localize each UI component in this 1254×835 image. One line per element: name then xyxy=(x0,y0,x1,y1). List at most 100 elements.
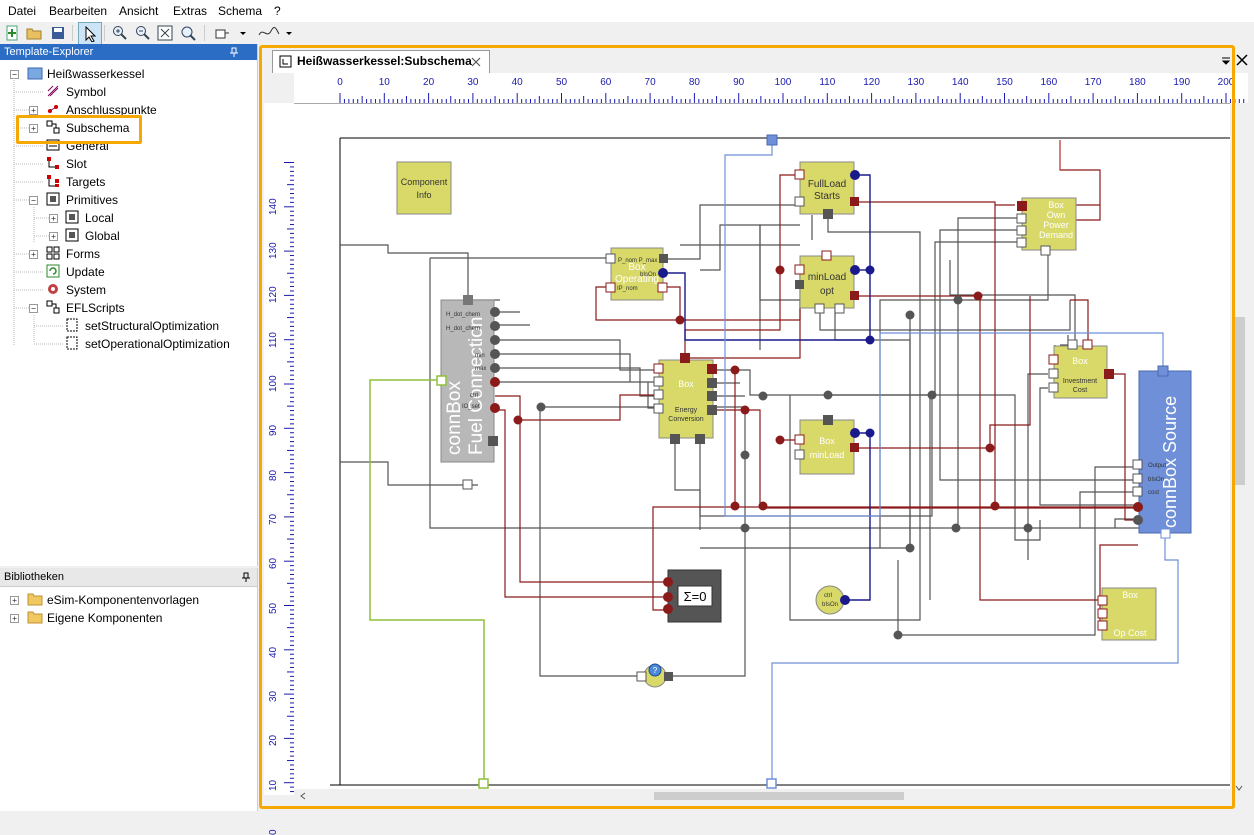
v-ruler-label: 70 xyxy=(268,513,279,525)
tree-item-forms[interactable]: Forms xyxy=(66,247,100,261)
save-icon[interactable] xyxy=(50,25,66,41)
tree-item-setstructuraloptimization[interactable]: setStructuralOptimization xyxy=(85,319,220,333)
tree-root-label[interactable]: Heißwasserkessel xyxy=(47,67,145,81)
tree-expander[interactable]: + xyxy=(29,106,38,115)
box-fullload-starts: FullLoad Starts xyxy=(794,161,860,219)
chevron-down-icon[interactable] xyxy=(1220,56,1232,66)
tree-item-anschlusspunkte[interactable]: Anschlusspunkte xyxy=(66,103,157,117)
tree-expander[interactable]: + xyxy=(10,614,19,623)
navy-junctions xyxy=(865,265,875,438)
slot-icon xyxy=(47,157,59,169)
tab-title: Heißwasserkessel:Subschema xyxy=(297,54,472,68)
horizontal-scrollbar[interactable] xyxy=(294,789,1230,803)
tree-item-targets[interactable]: Targets xyxy=(66,175,106,189)
tree-expander[interactable]: − xyxy=(10,70,19,79)
source-box-label: connBox Source xyxy=(1160,396,1180,528)
fuel-port-label: H_dot_chem xyxy=(446,326,480,332)
component-info-box: Component Info xyxy=(396,161,452,215)
tree-expander[interactable]: + xyxy=(49,232,58,241)
scroll-down-icon[interactable] xyxy=(1234,783,1244,793)
tree-expander[interactable]: − xyxy=(29,196,38,205)
source-port-label: cost xyxy=(1148,490,1159,496)
menu-bar: Datei Bearbeiten Ansicht Extras Schema ? xyxy=(0,0,1254,22)
zoom-in-icon[interactable] xyxy=(112,25,128,41)
new-icon[interactable] xyxy=(4,25,20,41)
fullload-label2: Starts xyxy=(814,191,840,202)
v-ruler-label: 40 xyxy=(268,646,279,658)
select-tool-button[interactable] xyxy=(78,22,102,46)
info-node: ? xyxy=(636,663,673,688)
tree-item-setoperationaloptimization[interactable]: setOperationalOptimization xyxy=(85,337,230,351)
menu-datei[interactable]: Datei xyxy=(8,4,37,18)
ctrl-label1: ctrl xyxy=(824,593,832,599)
close-icon[interactable] xyxy=(471,57,481,67)
vertical-scrollbar[interactable] xyxy=(1230,103,1248,795)
subschema-highlight xyxy=(16,115,142,144)
box-operating-label2: Operating xyxy=(615,274,659,285)
h-ruler-label: 0 xyxy=(337,77,343,88)
v-ruler-label: 0 xyxy=(268,829,279,835)
ctrl-node: ctrl bIsOn xyxy=(815,585,850,615)
close-icon[interactable] xyxy=(1236,54,1248,66)
tree-expander[interactable]: + xyxy=(29,250,38,259)
opcost-label2: Op Cost xyxy=(1113,628,1147,638)
h-ruler-label: 90 xyxy=(733,77,745,88)
box-minload: Box minLoad xyxy=(794,415,860,475)
tree-item-local[interactable]: Local xyxy=(85,211,114,225)
box-operating: Box Operating P_nom P_max bIsOn IP_nom xyxy=(605,247,668,301)
menu-bearbeiten[interactable]: Bearbeiten xyxy=(49,4,108,18)
fuel-box-label2: Fuel Connection xyxy=(466,317,487,455)
tree-item-eflscripts[interactable]: EFLScripts xyxy=(66,301,125,315)
menu-ansicht[interactable]: Ansicht xyxy=(119,4,159,18)
box-minload-label1: Box xyxy=(819,436,835,446)
tree-item-subschema[interactable]: Subschema xyxy=(66,121,130,135)
bibliotheken-panel: Bibliotheken + eSim-Komponentenvorlagen … xyxy=(0,568,258,811)
library-item-eigene[interactable]: Eigene Komponenten xyxy=(47,611,163,625)
zoom-fit-icon[interactable] xyxy=(157,25,173,41)
chevron-down-icon[interactable] xyxy=(284,25,294,41)
tree-item-slot[interactable]: Slot xyxy=(66,157,87,171)
pin-icon[interactable] xyxy=(229,47,239,57)
tree-expander[interactable]: − xyxy=(29,304,38,313)
zoom-window-icon[interactable] xyxy=(180,25,196,41)
menu-extras[interactable]: Extras xyxy=(173,4,208,18)
tree-item-system[interactable]: System xyxy=(66,283,107,297)
box-minload-opt: minLoad opt xyxy=(794,250,860,314)
tree-item-symbol[interactable]: Symbol xyxy=(66,85,107,99)
h-ruler-label: 50 xyxy=(555,77,568,88)
tab-subschema[interactable]: Heißwasserkessel:Subschema xyxy=(272,50,490,73)
component-info-line1: Component xyxy=(401,177,448,187)
tree-item-primitives[interactable]: Primitives xyxy=(66,193,119,207)
v-ruler-label: 50 xyxy=(268,602,279,614)
folder-icon xyxy=(27,593,43,606)
box-operating-port: P_nom P_max xyxy=(618,258,657,264)
pin-icon[interactable] xyxy=(241,572,251,582)
chevron-down-icon[interactable] xyxy=(238,25,248,41)
open-icon[interactable] xyxy=(26,25,42,41)
h-ruler-label: 190 xyxy=(1173,77,1191,88)
vertical-scroll-thumb[interactable] xyxy=(1233,317,1245,485)
tree-expander[interactable]: + xyxy=(10,596,19,605)
horizontal-scroll-thumb[interactable] xyxy=(654,792,904,800)
connector-icon[interactable] xyxy=(214,25,230,41)
bibliotheken-header: Bibliotheken xyxy=(0,568,257,587)
tree-item-global[interactable]: Global xyxy=(85,229,120,243)
source-port-label: bIsOn xyxy=(1148,477,1164,483)
schema-canvas[interactable]: Component Info connBox Fuel Connection H… xyxy=(294,104,1230,789)
box-energy-conversion: Box Energy Conversion xyxy=(653,353,717,444)
blue-top-connector xyxy=(766,134,778,146)
menu-help[interactable]: ? xyxy=(274,4,281,18)
tree-item-update[interactable]: Update xyxy=(66,265,105,279)
library-item-esim[interactable]: eSim-Komponentenvorlagen xyxy=(47,593,200,607)
toolbar xyxy=(0,22,1254,46)
zoom-out-icon[interactable] xyxy=(135,25,151,41)
tree-expander[interactable]: + xyxy=(49,214,58,223)
menu-schema[interactable]: Schema xyxy=(218,4,263,18)
h-ruler-label: 30 xyxy=(467,77,479,88)
scroll-left-icon[interactable] xyxy=(298,791,308,801)
h-ruler-label: 60 xyxy=(600,77,612,88)
line-style-icon[interactable] xyxy=(258,25,280,41)
fuel-port-label: ctrl xyxy=(470,393,478,399)
